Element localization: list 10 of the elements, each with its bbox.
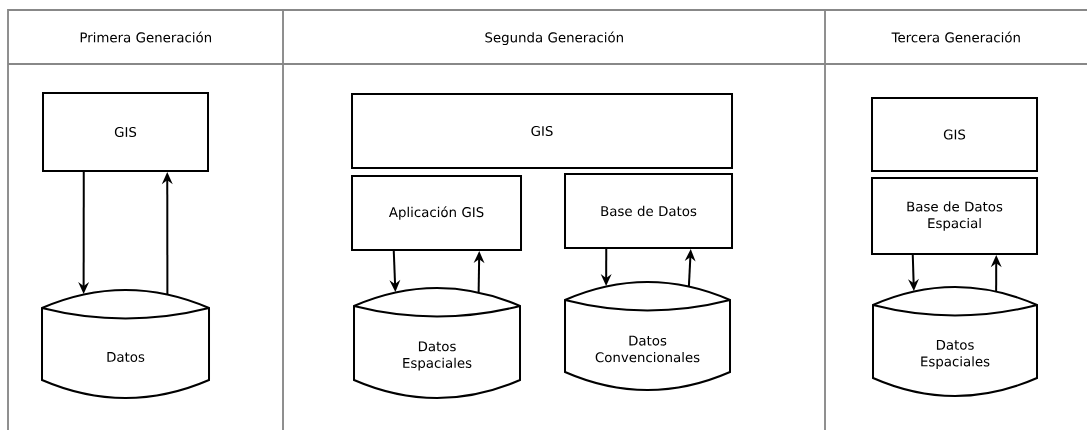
database-cylinder: Datos Convencionales xyxy=(564,281,731,391)
process-box: GIS xyxy=(351,93,733,169)
process-box: Aplicación GIS xyxy=(351,175,522,251)
database-cylinder: Datos Espaciales xyxy=(353,287,521,399)
process-box: Base de Datos Espacial xyxy=(871,177,1038,255)
process-box: Base de Datos xyxy=(564,173,733,249)
database-cylinder: Datos Espaciales xyxy=(872,286,1038,397)
process-box: GIS xyxy=(871,97,1038,172)
database-cylinder: Datos xyxy=(41,289,210,399)
process-box: GIS xyxy=(42,92,209,172)
